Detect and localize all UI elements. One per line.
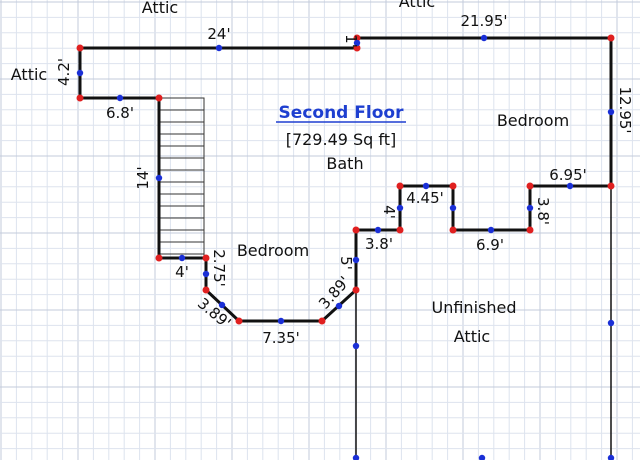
midpoint-point [215, 44, 223, 52]
dimension-3-89-right: 3.89' [315, 273, 353, 313]
plan-area: [729.49 Sq ft] [286, 130, 397, 149]
dimension-4: 4' [380, 205, 398, 219]
midpoint-point [449, 204, 457, 212]
midpoint-point [607, 108, 615, 116]
plan-title: Second Floor [279, 103, 405, 123]
midpoint-point [202, 270, 210, 278]
room-label-bedroom-center: Bedroom [237, 241, 309, 260]
midpoint-point [396, 204, 404, 212]
vertex-point [353, 34, 361, 42]
midpoint-point [526, 204, 534, 212]
dimension-6-8: 6.8' [106, 104, 134, 122]
midpoint-point [607, 319, 615, 327]
vertex-point [396, 226, 404, 234]
dimension-14: 14' [134, 166, 152, 189]
vertex-point [352, 226, 360, 234]
vertex-point [202, 286, 210, 294]
wall-points [76, 34, 615, 460]
vertex-point [352, 286, 360, 294]
room-label-attic-top-left: Attic [142, 0, 178, 17]
vertex-point [76, 94, 84, 102]
dimension-6-95: 6.95' [549, 166, 587, 184]
dimension-3-8-right: 3.8' [534, 197, 552, 225]
dimension-6-9: 6.9' [476, 236, 504, 254]
dimension-21-95: 21.95' [460, 12, 507, 30]
stairs [158, 97, 205, 259]
vertex-point [396, 182, 404, 190]
dimension-12-95: 12.95' [616, 86, 634, 133]
dimension-2-75: 2.75' [210, 249, 228, 287]
midpoint-point [218, 301, 226, 309]
dimension-3-89-left: 3.89' [194, 294, 234, 332]
midpoint-point [116, 94, 124, 102]
dimension-3-8-left: 3.8' [365, 235, 393, 253]
room-label-unfinished-attic: Attic [454, 327, 490, 346]
midpoint-point [607, 454, 615, 460]
midpoint-point [76, 69, 84, 77]
vertex-point [202, 254, 210, 262]
midpoint-point [480, 34, 488, 42]
vertex-point [607, 182, 615, 190]
room-label-unfinished: Unfinished [432, 298, 517, 317]
midpoint-point [352, 454, 360, 460]
vertex-point [235, 317, 243, 325]
room-label-bath: Bath [326, 154, 363, 173]
midpoint-point [374, 226, 382, 234]
midpoint-point [353, 39, 361, 47]
midpoint-point [277, 317, 285, 325]
vertex-point [449, 226, 457, 234]
vertex-point [526, 226, 534, 234]
midpoint-point [352, 342, 360, 350]
dimension-1: 1' [342, 34, 360, 48]
vertex-point [526, 182, 534, 190]
dimension-7-35: 7.35' [262, 329, 300, 347]
room-label-bedroom-right: Bedroom [497, 111, 569, 130]
midpoint-point [487, 226, 495, 234]
dimension-4-2: 4.2' [55, 58, 73, 86]
vertex-point [318, 317, 326, 325]
dimension-24: 24' [207, 25, 230, 43]
midpoint-point [478, 454, 486, 460]
vertex-point [76, 44, 84, 52]
room-label-attic-top-right: Attic [399, 0, 435, 11]
vertex-point [607, 34, 615, 42]
dimension-4-bottom: 4' [175, 263, 189, 281]
midpoint-point [422, 182, 430, 190]
dimension-4-45: 4.45' [406, 189, 444, 207]
midpoint-point [335, 302, 343, 310]
vertex-point [155, 254, 163, 262]
midpoint-point [178, 254, 186, 262]
midpoint-point [155, 174, 163, 182]
room-label-attic-left: Attic [11, 65, 47, 84]
vertex-point [155, 94, 163, 102]
midpoint-point [566, 182, 574, 190]
midpoint-point [352, 256, 360, 264]
dimension-5: 5' [337, 256, 355, 270]
vertex-point [353, 44, 361, 52]
vertex-point [449, 182, 457, 190]
